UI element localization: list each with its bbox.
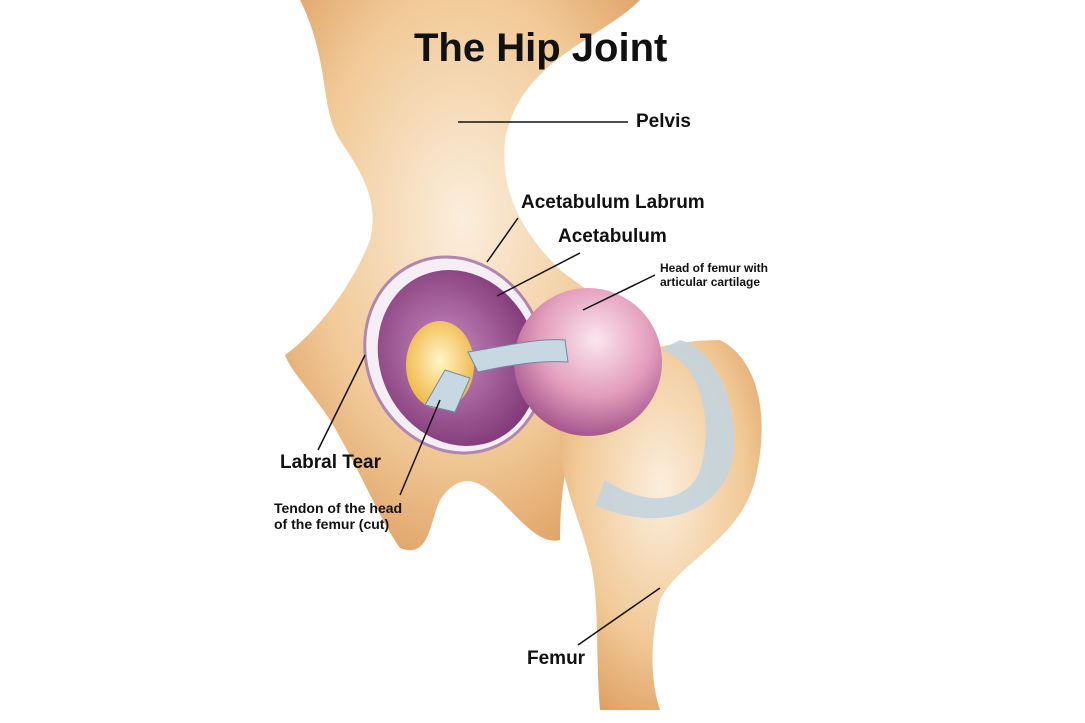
label-head-of-femur-line1: Head of femur with <box>660 261 769 275</box>
label-labral-tear: Labral Tear <box>280 452 382 473</box>
label-acetabulum-labrum: Acetabulum Labrum <box>521 192 705 213</box>
capsule-ligament <box>595 340 735 519</box>
label-tendon-line1: Tendon of the head <box>274 500 403 516</box>
label-femur: Femur <box>527 648 586 669</box>
label-tendon-line2: of the femur (cut) <box>274 516 390 532</box>
diagram-title: The Hip Joint <box>414 26 668 70</box>
femoral-head <box>514 288 662 436</box>
label-pelvis: Pelvis <box>636 111 691 132</box>
ligamentum-teres <box>467 339 569 373</box>
leader-lines <box>317 121 661 646</box>
label-acetabulum: Acetabulum <box>558 226 667 247</box>
label-head-of-femur: Head of femur with articular cartilage <box>660 261 768 289</box>
label-head-of-femur-line2: articular cartilage <box>660 275 761 289</box>
tendon-cut <box>424 369 471 413</box>
label-tendon: Tendon of the head of the femur (cut) <box>274 500 402 532</box>
